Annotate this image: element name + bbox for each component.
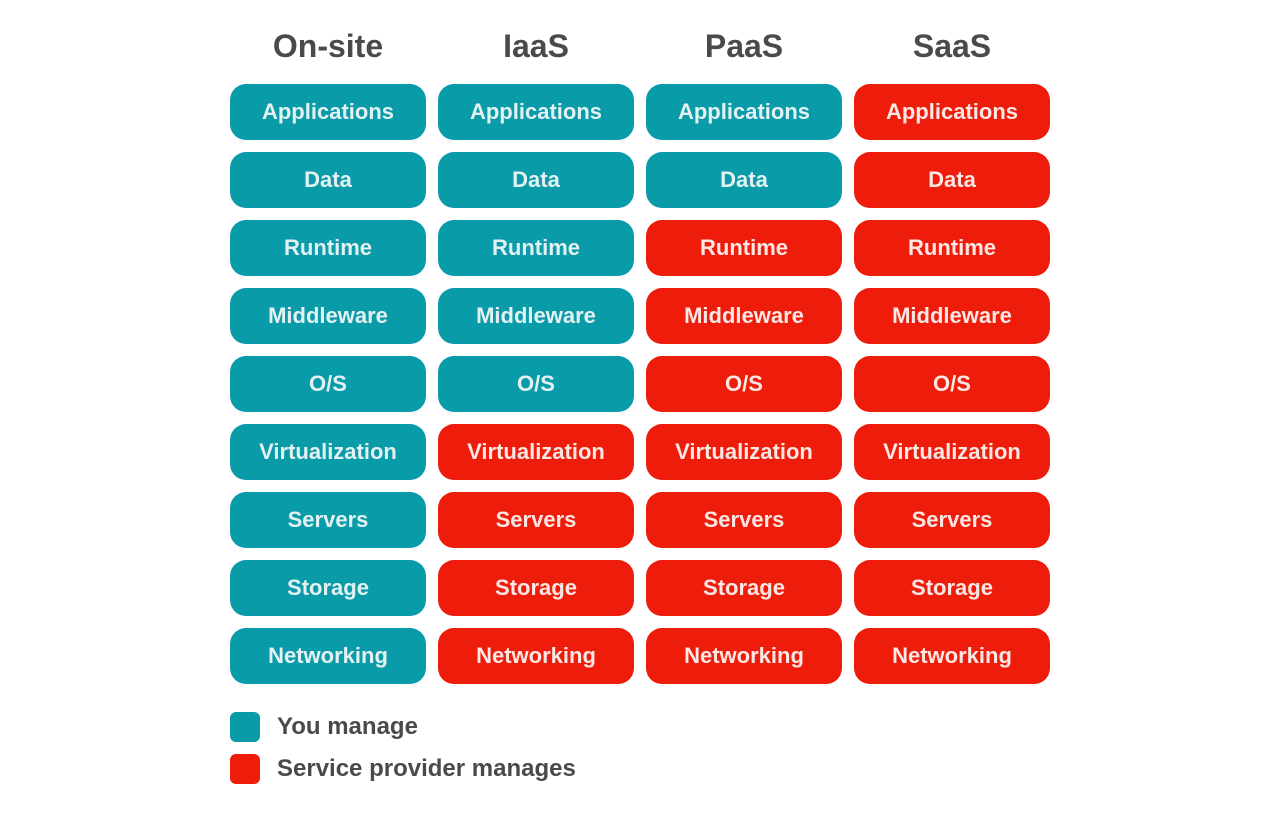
layer-cell-iaas: Networking (438, 628, 634, 684)
column-header-on-site: On-site (272, 28, 384, 64)
column-header-row: On-site IaaS PaaS SaaS (230, 24, 1051, 68)
column-header-iaas: IaaS (503, 28, 569, 64)
layer-cell-saas: Networking (854, 628, 1050, 684)
legend-label-you-manage: You manage (277, 713, 418, 740)
legend: You manage Service provider manages (230, 712, 576, 796)
layer-cell-paas: Networking (646, 628, 842, 684)
layer-cell-saas: Middleware (854, 288, 1050, 344)
layer-cell-iaas: Data (438, 152, 634, 208)
layer-cell-on-site: Virtualization (230, 424, 426, 480)
layer-cell-paas: Data (646, 152, 842, 208)
layer-cell-iaas: Servers (438, 492, 634, 548)
provider-manages-swatch (230, 754, 260, 784)
layer-cell-paas: Runtime (646, 220, 842, 276)
layer-cell-iaas: Applications (438, 84, 634, 140)
layer-cell-saas: Virtualization (854, 424, 1050, 480)
layer-cell-iaas: O/S (438, 356, 634, 412)
layer-cell-iaas: Middleware (438, 288, 634, 344)
layer-cell-on-site: Networking (230, 628, 426, 684)
legend-label-provider-manages: Service provider manages (277, 755, 576, 782)
layer-cell-iaas: Virtualization (438, 424, 634, 480)
layer-cell-saas: Servers (854, 492, 1050, 548)
layer-cell-saas: Data (854, 152, 1050, 208)
layer-cell-iaas: Runtime (438, 220, 634, 276)
layer-cell-saas: Applications (854, 84, 1050, 140)
column-header-saas: SaaS (912, 28, 992, 64)
layer-cell-on-site: O/S (230, 356, 426, 412)
layer-cell-paas: Storage (646, 560, 842, 616)
layer-cell-saas: Runtime (854, 220, 1050, 276)
layer-cell-on-site: Data (230, 152, 426, 208)
legend-item-you-manage: You manage (230, 712, 576, 742)
layer-cell-saas: Storage (854, 560, 1050, 616)
layer-cell-on-site: Applications (230, 84, 426, 140)
layer-cell-saas: O/S (854, 356, 1050, 412)
layer-cell-paas: Middleware (646, 288, 842, 344)
layer-cell-paas: Servers (646, 492, 842, 548)
layer-cell-iaas: Storage (438, 560, 634, 616)
layer-cell-on-site: Runtime (230, 220, 426, 276)
layer-cell-paas: Virtualization (646, 424, 842, 480)
layer-cell-on-site: Middleware (230, 288, 426, 344)
legend-item-provider-manages: Service provider manages (230, 754, 576, 784)
column-header-paas: PaaS (704, 28, 784, 64)
layer-cell-paas: O/S (646, 356, 842, 412)
layer-cell-on-site: Storage (230, 560, 426, 616)
you-manage-swatch (230, 712, 260, 742)
layer-cell-paas: Applications (646, 84, 842, 140)
layer-cell-on-site: Servers (230, 492, 426, 548)
